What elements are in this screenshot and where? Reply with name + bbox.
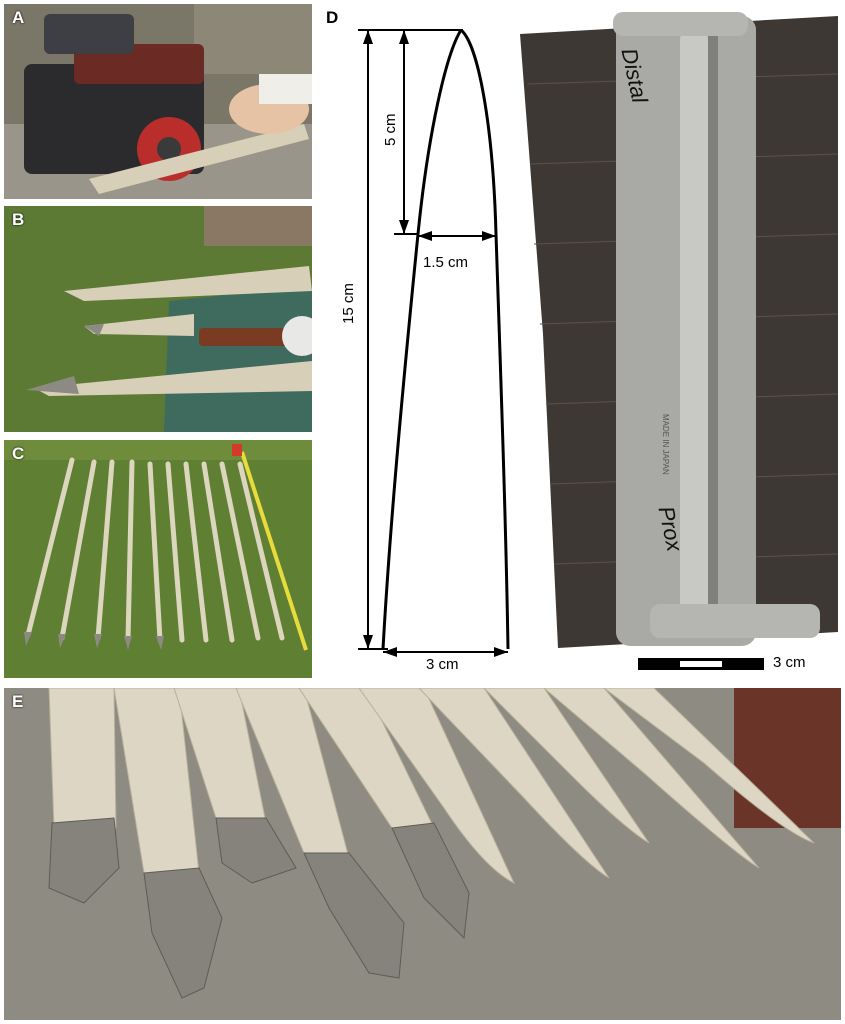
- panel-b-photo: B: [4, 206, 312, 432]
- panel-label-c: C: [12, 444, 25, 463]
- scale-bar-label: 3 cm: [773, 654, 806, 671]
- panel-label-e: E: [12, 692, 24, 711]
- dim-label-15cm: 15 cm: [340, 283, 357, 324]
- spear-row-photo: [4, 440, 312, 678]
- belt-sander-photo: [4, 4, 312, 199]
- panel-label-b: B: [12, 210, 25, 229]
- dim-label-5cm: 5 cm: [382, 113, 399, 146]
- dim-label-3cm-base: 3 cm: [426, 656, 459, 673]
- dim-label-1-5cm: 1.5 cm: [423, 254, 469, 271]
- panel-label-d: D: [326, 8, 339, 27]
- panel-d: 15 cm 5 cm 1.5 cm 3 cm Distal Prox MADE …: [318, 4, 845, 680]
- panel-e-photo: E: [4, 688, 841, 1020]
- panel-c-photo: C: [4, 440, 312, 678]
- panel-label-a: A: [12, 8, 25, 27]
- spear-tip-schematic: [358, 12, 839, 670]
- panel-a-photo: A: [4, 4, 312, 199]
- spear-tips-closeup: [4, 688, 841, 1020]
- gauge-stamp: MADE IN JAPAN: [661, 414, 670, 475]
- hafted-points-photo: [4, 206, 312, 432]
